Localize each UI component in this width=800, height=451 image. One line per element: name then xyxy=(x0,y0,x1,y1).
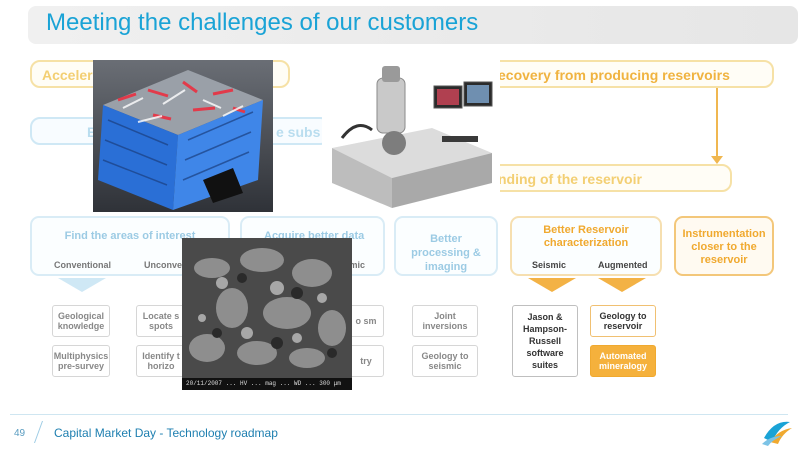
box-geology-to-reservoir: Geology to reservoir xyxy=(590,305,656,337)
arrow-down-conventional xyxy=(58,278,106,292)
box-geology-to-seismic: Geology to seismic xyxy=(412,345,478,377)
banner-subs-label: e subs xyxy=(276,124,321,140)
card-find-areas-title: Find the areas of interest xyxy=(64,230,196,242)
connector-arrow-head xyxy=(711,156,723,164)
box-multiphysics: Multiphysics pre-survey xyxy=(52,345,110,377)
microscope-icon xyxy=(332,66,493,208)
micrograph-texture-icon xyxy=(182,238,352,378)
card-better-reservoir-seismic: Seismic xyxy=(532,260,567,270)
box-identify: Identify t horizo xyxy=(136,345,186,377)
connector-arrow xyxy=(716,88,718,158)
arrow-down-seismic xyxy=(528,278,576,292)
banner-b-label: B xyxy=(87,124,97,140)
rock-cube-image xyxy=(93,60,273,212)
footer-divider xyxy=(10,414,788,415)
card-instrumentation: Instrumentation closer to the reservoir xyxy=(674,216,774,276)
card-find-areas-conventional: Conventional xyxy=(54,260,112,270)
card-better-reservoir: Better Reservoir characterization Seismi… xyxy=(510,216,662,276)
banner-recovery-label: ecovery from producing reservoirs xyxy=(498,67,730,83)
box-geological-knowledge: Geological knowledge xyxy=(52,305,110,337)
box-mid-top: o sm xyxy=(348,305,384,337)
sem-instrument-image xyxy=(322,58,500,210)
footer-slash xyxy=(33,421,44,443)
footer-title: Capital Market Day - Technology roadmap xyxy=(54,426,278,440)
banner-understanding-label: nding of the reservoir xyxy=(498,171,642,187)
slide-title: Meeting the challenges of our customers xyxy=(46,9,479,36)
banner-accelerate-label: Acceler xyxy=(42,67,93,83)
card-better-processing-title: Better processing & imaging xyxy=(411,233,481,273)
title-bar xyxy=(28,6,798,44)
box-joint-inversions: Joint inversions xyxy=(412,305,478,337)
card-acquire-seismic: ismic xyxy=(342,260,366,270)
card-better-reservoir-title: Better Reservoir characterization xyxy=(543,224,629,249)
sem-caption-bar: 20/11/2007 ... HV ... mag ... WD ... 300… xyxy=(182,378,352,390)
company-logo-icon xyxy=(760,418,794,446)
sem-micrograph-image: 20/11/2007 ... HV ... mag ... WD ... 300… xyxy=(182,238,352,390)
box-jason-hampson: Jason & Hampson-Russell software suites xyxy=(512,305,578,377)
card-better-reservoir-augmented: Augmented xyxy=(598,260,648,270)
card-better-processing: Better processing & imaging xyxy=(394,216,498,276)
box-locate: Locate s spots xyxy=(136,305,186,337)
card-instrumentation-title: Instrumentation closer to the reservoir xyxy=(682,228,766,266)
arrow-down-augmented xyxy=(598,278,646,292)
page-number: 49 xyxy=(14,428,26,439)
box-automated-mineralogy: Automated mineralogy xyxy=(590,345,656,377)
card-find-areas-unconventional: Unconve xyxy=(144,260,183,270)
rock-cube-icon xyxy=(93,60,273,212)
box-mid-bottom: try xyxy=(348,345,384,377)
